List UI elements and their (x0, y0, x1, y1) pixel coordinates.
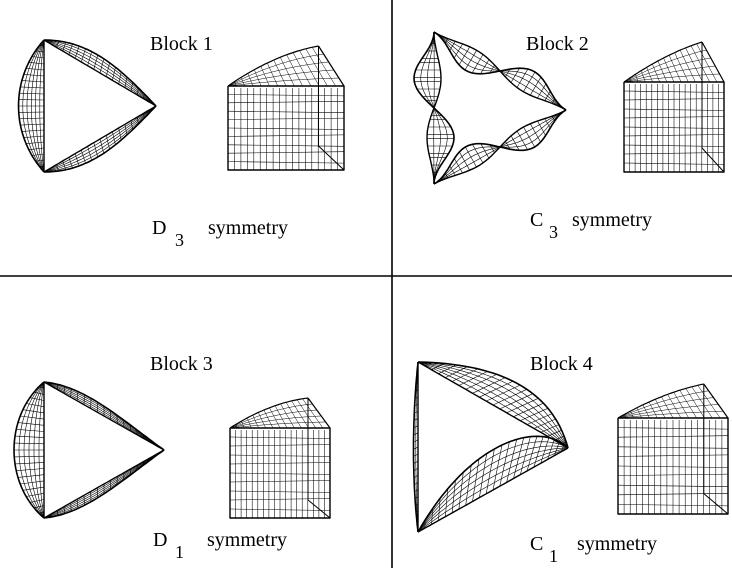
block-4-symmetry-subscript: 1 (549, 546, 558, 566)
block-1-mesh (17, 39, 157, 173)
block-1-title: Block 1 (150, 33, 213, 55)
block-1-symmetry-letter: D (152, 217, 167, 239)
block-3-title: Block 3 (150, 353, 213, 375)
block-2-prism (623, 41, 725, 173)
block-2-symmetry-word: symmetry (572, 209, 652, 231)
block-3-symmetry-subscript: 1 (175, 542, 184, 562)
block-3-symmetry-letter: D (153, 529, 168, 551)
block-4-prism (617, 383, 729, 515)
block-2-title: Block 2 (526, 33, 589, 55)
block-2-mesh (413, 31, 567, 185)
mesh-drawings (13, 31, 729, 533)
block-3-prism (229, 397, 331, 519)
block-2-symmetry-subscript: 3 (549, 222, 558, 242)
block-1-prism (227, 45, 345, 171)
block-3-symmetry-word: symmetry (207, 529, 287, 551)
block-4-mesh (412, 361, 569, 533)
block-1-symmetry-word: symmetry (208, 217, 288, 239)
block-4-symmetry-letter: C (530, 533, 544, 555)
block-4-title: Block 4 (530, 353, 593, 375)
block-3-mesh (13, 381, 165, 519)
block-1-symmetry-subscript: 3 (175, 230, 184, 250)
block-2-symmetry-letter: C (530, 209, 544, 231)
block-4-symmetry-word: symmetry (577, 533, 657, 555)
